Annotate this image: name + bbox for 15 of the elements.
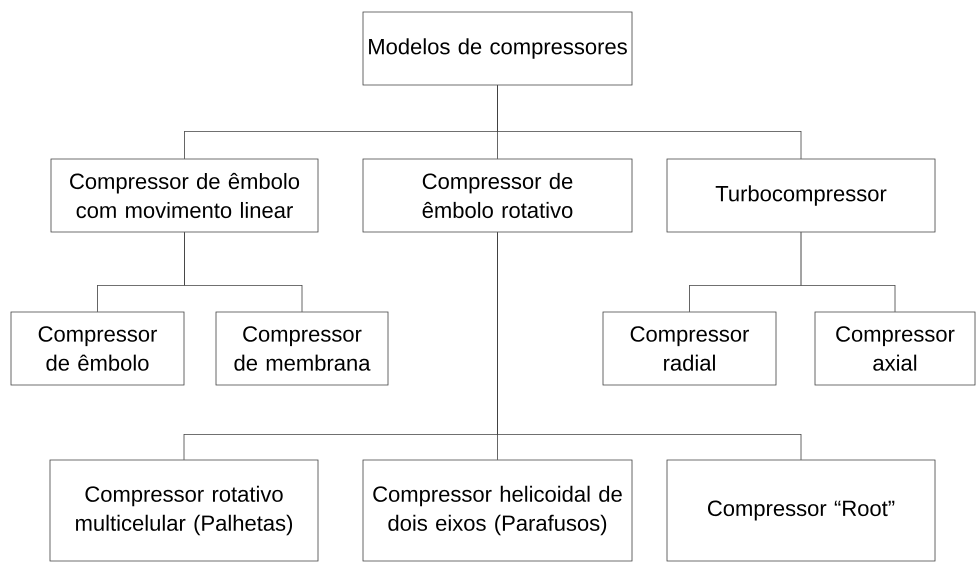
box: Compressor rotativo multicelular (Palhetas) — [50, 460, 318, 562]
box: Compressor de membrana — [216, 312, 388, 386]
box: Turbocompressor — [666, 158, 936, 232]
box: Compressor “Root” — [666, 460, 936, 562]
box: Compressor axial — [814, 312, 976, 386]
box: Compressor de êmbolo com movimento linear — [50, 158, 318, 232]
box: Compressor de êmbolo rotativo — [362, 158, 632, 232]
box: Compressor de êmbolo — [10, 312, 184, 386]
connector-line — [800, 232, 896, 312]
connector-line — [497, 232, 802, 460]
connector-line — [497, 85, 802, 159]
box: Modelos de compressores — [362, 12, 632, 86]
box: Compressor radial — [602, 312, 776, 386]
connector-line — [184, 232, 302, 312]
box: Compressor helicoidal de dois eixos (Parafusos) — [362, 460, 632, 562]
